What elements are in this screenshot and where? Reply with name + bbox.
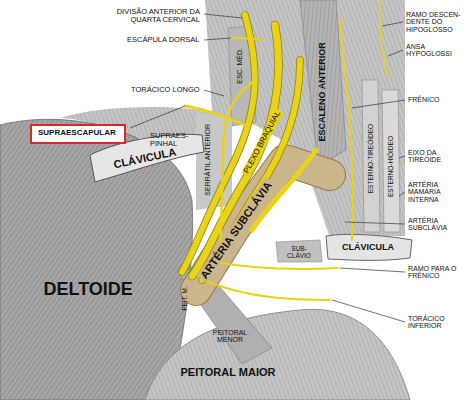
illustration-path: [340, 20, 353, 240]
sternohyoid: [382, 90, 400, 232]
callout-box: SUPRAESCAPULAR: [30, 124, 126, 144]
illustration-path: [208, 282, 330, 300]
muscle-label: ESTERNO-HIÓIDEO: [386, 136, 393, 197]
illustration-line: [352, 100, 405, 108]
sternothyroid: [362, 80, 380, 232]
illustration-line: [399, 156, 405, 158]
illustration-path: [185, 106, 245, 125]
muscle-label: ESCALENO ANTERIOR: [317, 42, 327, 141]
vessel-label: ARTÉRIA SUBCLÁVIA: [408, 217, 463, 232]
clavicle-bone: [326, 234, 412, 260]
nerve-label: TORÁCICO LONGO: [131, 86, 200, 94]
illustration-line: [345, 222, 405, 224]
nerve-label: DIVISÃO ANTERIOR DA QUARTA CERVICAL: [96, 8, 200, 25]
brachial-plexus: [182, 0, 388, 300]
illustration-line: [388, 50, 403, 56]
illustration-line: [204, 14, 242, 18]
illustration-line: [130, 106, 185, 128]
nerve-label: TORÁCICO INFERIOR: [408, 315, 466, 330]
muscle-label: ESC. MÉD.: [236, 48, 244, 84]
bone-label: CLÁVICULA: [112, 146, 177, 171]
muscle-label: DELTOIDE: [44, 280, 133, 300]
muscle-label: PEITORAL MENOR: [206, 329, 254, 344]
muscle-label: ESTERNO-TIREÓIDEO: [367, 123, 374, 192]
scalenus-anterior: [300, 0, 346, 166]
illustration-line: [340, 268, 405, 272]
illustration-line: [382, 22, 403, 26]
illustration-path: [380, 0, 388, 78]
muscle-label: PEITORAL MAIOR: [181, 366, 276, 378]
vessel-label: ARTÉRIA MAMÁRIA INTERNA: [408, 181, 458, 204]
leader-lines: [130, 14, 405, 322]
illustration-line: [399, 192, 405, 196]
muscle-label: SUB- CLÁVIO: [280, 245, 318, 259]
nerve-label: ANSA HYPOGLOSSI: [406, 43, 464, 58]
illustration-line: [204, 90, 224, 96]
nerve-label: RAMO PARA O FRÊNICO: [408, 265, 468, 280]
nerve-label: PLEXO BRAQUIAL: [241, 107, 283, 176]
subclavius-muscle: [276, 240, 322, 262]
illustration-path: [215, 262, 338, 269]
bone-label: CLÁVICULA: [342, 243, 394, 253]
muscle-label: PEIT. M.: [180, 286, 187, 311]
pectoralis-major: [145, 309, 410, 400]
muscle-label: SERRÁTIL ANTERIOR: [204, 124, 212, 196]
illustration-line: [332, 300, 405, 322]
node-label: SUPRAESCAPULAR: [38, 129, 118, 138]
nerve-label: RAMO DESCEN- DENTE DO HIPOGLOSSO: [406, 11, 468, 34]
illustration-path: [232, 38, 262, 40]
vessel-label: EIXO DA TIREÓIDE: [408, 149, 463, 164]
illustration-line: [204, 38, 231, 40]
nerve-label: ESCÁPULA DORSAL: [127, 36, 200, 44]
nerve-label: FRÊNICO: [408, 96, 440, 104]
